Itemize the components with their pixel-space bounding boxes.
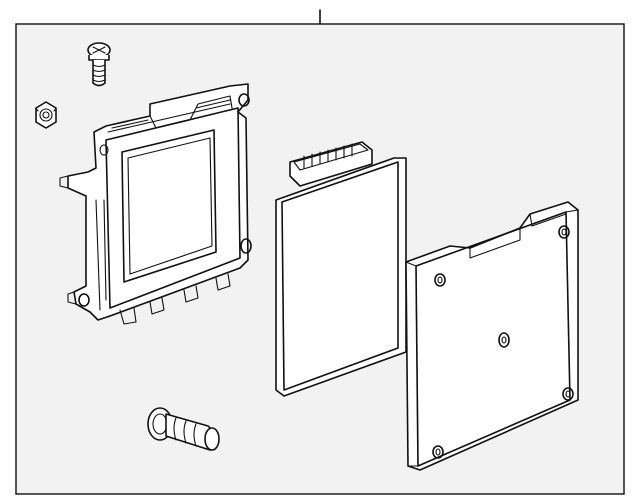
phillips-screw-icon[interactable] [87,42,111,87]
module-screw-holes [432,225,574,459]
ecu-module-icon[interactable] [405,201,579,471]
push-pin-fastener-icon[interactable] [147,407,220,451]
cover-panel-icon[interactable] [275,141,407,397]
bracket-icon[interactable] [59,83,252,325]
hex-nut-icon[interactable] [35,101,57,129]
